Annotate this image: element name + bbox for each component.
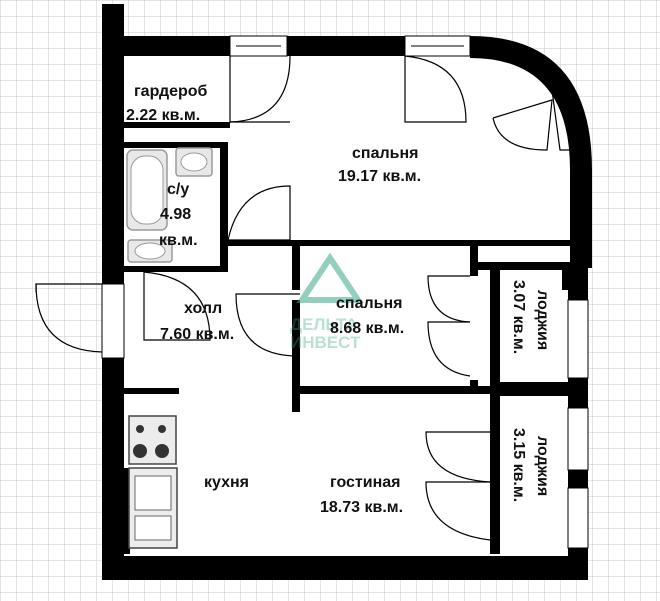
- walls: [102, 4, 592, 580]
- hall-area: 7.60 кв.м.: [160, 326, 234, 343]
- bedroom-main-name: спальня: [352, 145, 418, 162]
- toilet-icon: [127, 239, 173, 263]
- living-name: гостиная: [330, 474, 400, 491]
- loggia-top-name: лоджия: [534, 290, 551, 350]
- hall-name: холл: [184, 300, 222, 317]
- watermark-logo-icon: [296, 252, 364, 303]
- kitchen-sink-icon: [128, 467, 178, 549]
- bedroom-small-area: 8.68 кв.м.: [330, 320, 404, 337]
- bedroom-main-area: 19.17 кв.м.: [338, 168, 421, 185]
- wardrobe-name: гардероб: [134, 83, 208, 100]
- living-area: 18.73 кв.м.: [320, 499, 403, 516]
- loggia-bottom-area: 3.15 кв.м.: [510, 428, 527, 502]
- sink-icon: [175, 147, 213, 177]
- doors: [35, 55, 577, 541]
- bathroom-area-unit: кв.м.: [159, 232, 198, 249]
- bathroom-name: с/у: [167, 181, 189, 198]
- bedroom-small-name: спальня: [336, 295, 402, 312]
- watermark-line1: ДЕЛЬТА: [290, 315, 357, 334]
- wardrobe-area: 2.22 кв.м.: [126, 107, 200, 124]
- stove-icon: [128, 415, 177, 465]
- loggia-top-area: 3.07 кв.м.: [510, 280, 527, 354]
- windows: [101, 35, 589, 549]
- kitchen-name: кухня: [204, 474, 249, 491]
- bathroom-area-value: 4.98: [160, 206, 191, 223]
- bathtub-icon: [126, 149, 168, 231]
- loggia-bottom-name: лоджия: [534, 436, 551, 496]
- watermark-line2: ИНВЕСТ: [290, 333, 361, 352]
